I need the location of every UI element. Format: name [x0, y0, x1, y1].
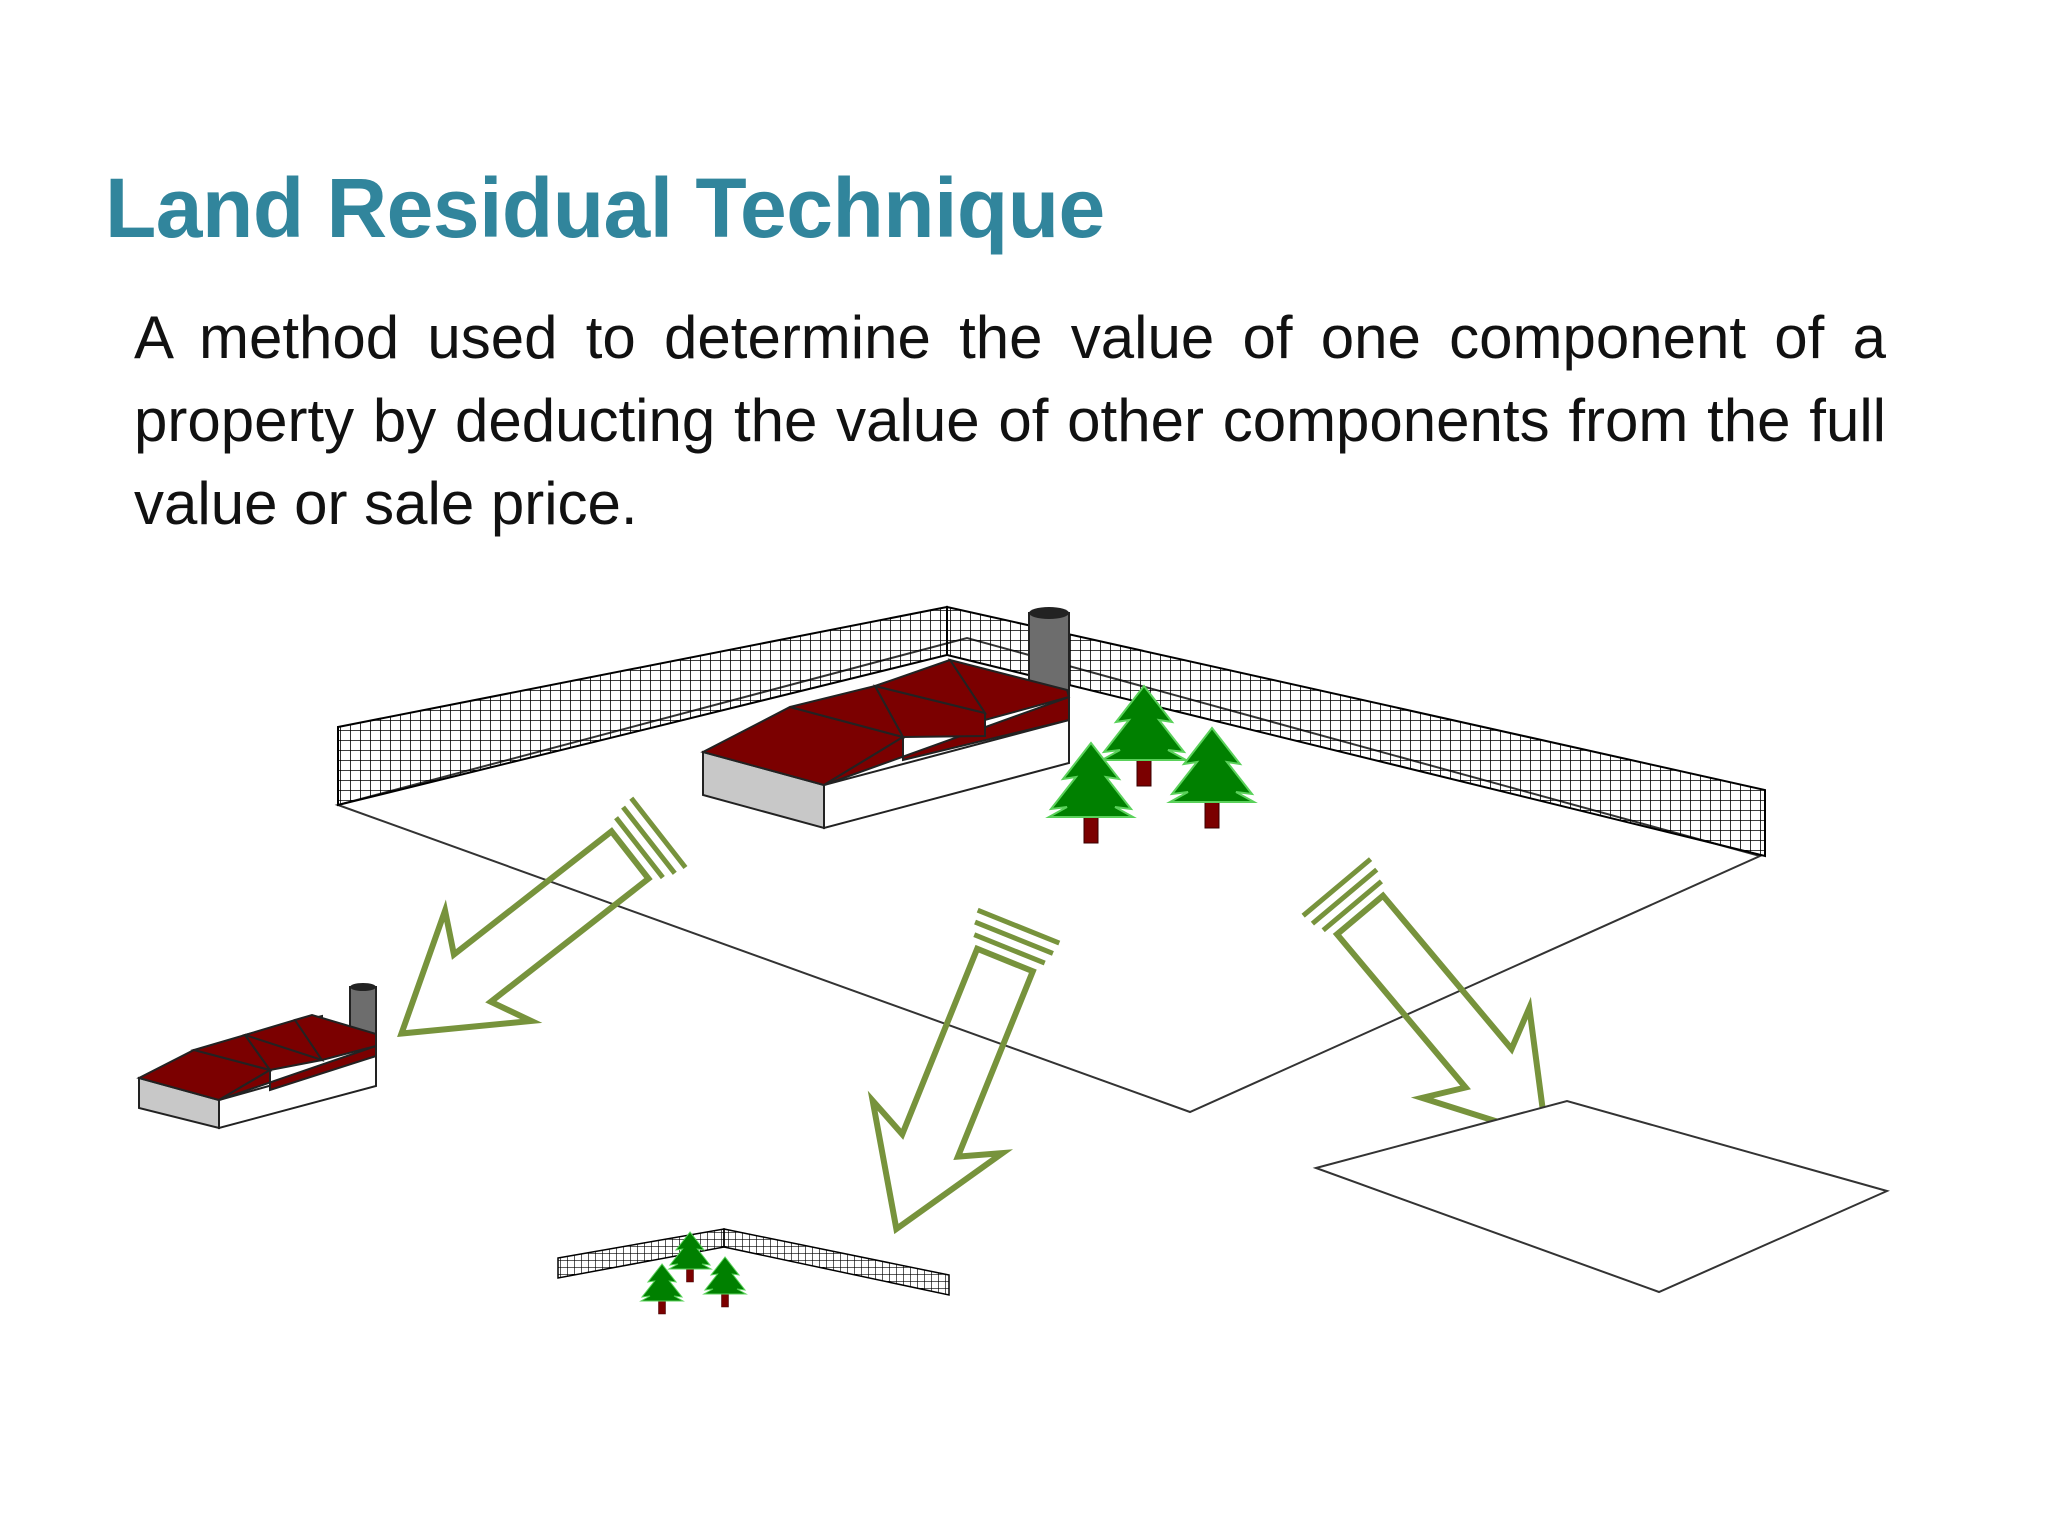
tree-icon [703, 1256, 747, 1308]
full-property-illustration [334, 605, 1766, 1114]
factory-icon [700, 607, 1071, 830]
fence-icon [946, 605, 1766, 858]
slide-body-text: A method used to determine the value of … [134, 304, 1886, 537]
fence-icon [723, 1228, 950, 1296]
land-parcel-icon [1312, 1099, 1890, 1294]
building-component [136, 983, 377, 1130]
improvements-component [557, 1228, 950, 1315]
slide-title: Land Residual Technique [105, 161, 1105, 255]
tree-icon [640, 1263, 684, 1315]
